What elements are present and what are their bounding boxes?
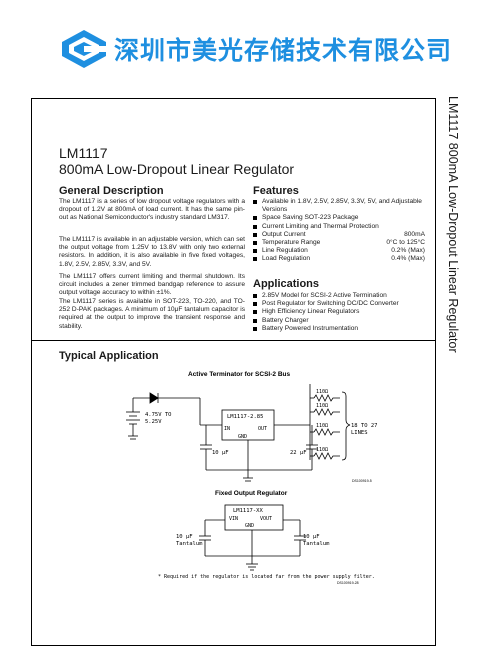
features-heading: Features xyxy=(253,185,299,197)
application-item: High Efficiency Linear Regulators xyxy=(253,308,425,316)
circuit1-title: Active Terminator for SCSI-2 Bus xyxy=(188,371,290,378)
circuit2-pin-vout: VOUT xyxy=(260,516,272,522)
circuit2-footnote: * Required if the regulator is located f… xyxy=(158,574,375,580)
circuit1-cin-label: 10 μF xyxy=(212,450,229,456)
circuit2-cap-left-type: Tantalum xyxy=(176,541,203,547)
application-item: Battery Charger xyxy=(253,317,425,325)
circuit1-lines-label-2: LINES xyxy=(351,430,368,436)
circuit2-cap-right-type: Tantalum xyxy=(303,541,330,547)
circuit1-input-voltage-2: 5.25V xyxy=(145,419,162,425)
circuit1-input-voltage-1: 4.75V TO xyxy=(145,412,172,418)
resistor-label: 110Ω xyxy=(316,403,328,409)
general-paragraph-4: The LM1117 series is available in SOT-22… xyxy=(59,298,245,330)
circuit2-cap-right-value: 10 μF xyxy=(303,534,320,540)
document-title: 800mA Low-Dropout Linear Regulator xyxy=(59,161,295,177)
feature-item: Current Limiting and Thermal Protection xyxy=(253,223,425,231)
part-number: LM1117 xyxy=(59,145,108,161)
feature-item: Available in 1.8V, 2.5V, 2.85V, 3.3V, 5V… xyxy=(253,198,425,214)
general-paragraph-3: The LM1117 offers current limiting and t… xyxy=(59,273,245,297)
circuit2-chip-label: LM1117-XX xyxy=(233,508,263,514)
features-list: Available in 1.8V, 2.5V, 2.85V, 3.3V, 5V… xyxy=(253,198,425,264)
datasheet-frame xyxy=(31,98,436,646)
section-divider xyxy=(32,340,436,341)
general-paragraph-2: The LM1117 is available in an adjustable… xyxy=(59,236,245,268)
circuit1-cout-label: 22 μF xyxy=(290,450,307,456)
circuit1-pin-gnd: GND xyxy=(238,434,247,440)
company-logo-icon xyxy=(62,30,108,68)
application-item: 2.85V Model for SCSI-2 Active Terminatio… xyxy=(253,292,425,300)
circuit2-pin-gnd: GND xyxy=(245,523,254,529)
circuit2-title: Fixed Output Regulator xyxy=(215,490,288,497)
typical-application-heading: Typical Application xyxy=(59,350,159,362)
application-item: Battery Powered Instrumentation xyxy=(253,325,425,333)
circuit1-pin-out: OUT xyxy=(258,426,267,432)
resistor-label: 110Ω xyxy=(316,447,328,453)
circuit2-cap-left-value: 10 μF xyxy=(176,534,193,540)
circuit2-code: DS100919-28 xyxy=(337,581,359,585)
general-paragraph-1: The LM1117 is a series of low dropout vo… xyxy=(59,198,245,222)
circuit1-code: DS100919-5 xyxy=(352,479,372,483)
company-banner: 深圳市美光存储技术有限公司 xyxy=(60,28,452,70)
applications-heading: Applications xyxy=(253,278,320,290)
circuit1-pin-in: IN xyxy=(224,426,230,432)
general-description-heading: General Description xyxy=(59,185,164,197)
application-item: Post Regulator for Switching DC/DC Conve… xyxy=(253,300,425,308)
feature-item: Space Saving SOT-223 Package xyxy=(253,214,425,222)
resistor-label: 110Ω xyxy=(316,423,328,429)
circuit1-chip-label: LM1117-2.85 xyxy=(227,414,263,420)
company-name: 深圳市美光存储技术有限公司 xyxy=(114,36,453,65)
applications-list: 2.85V Model for SCSI-2 Active Terminatio… xyxy=(253,292,425,333)
resistor-label: 110Ω xyxy=(316,389,328,395)
circuit1-lines-label-1: 18 TO 27 xyxy=(351,423,378,429)
circuit2-pin-vin: VIN xyxy=(229,516,238,522)
